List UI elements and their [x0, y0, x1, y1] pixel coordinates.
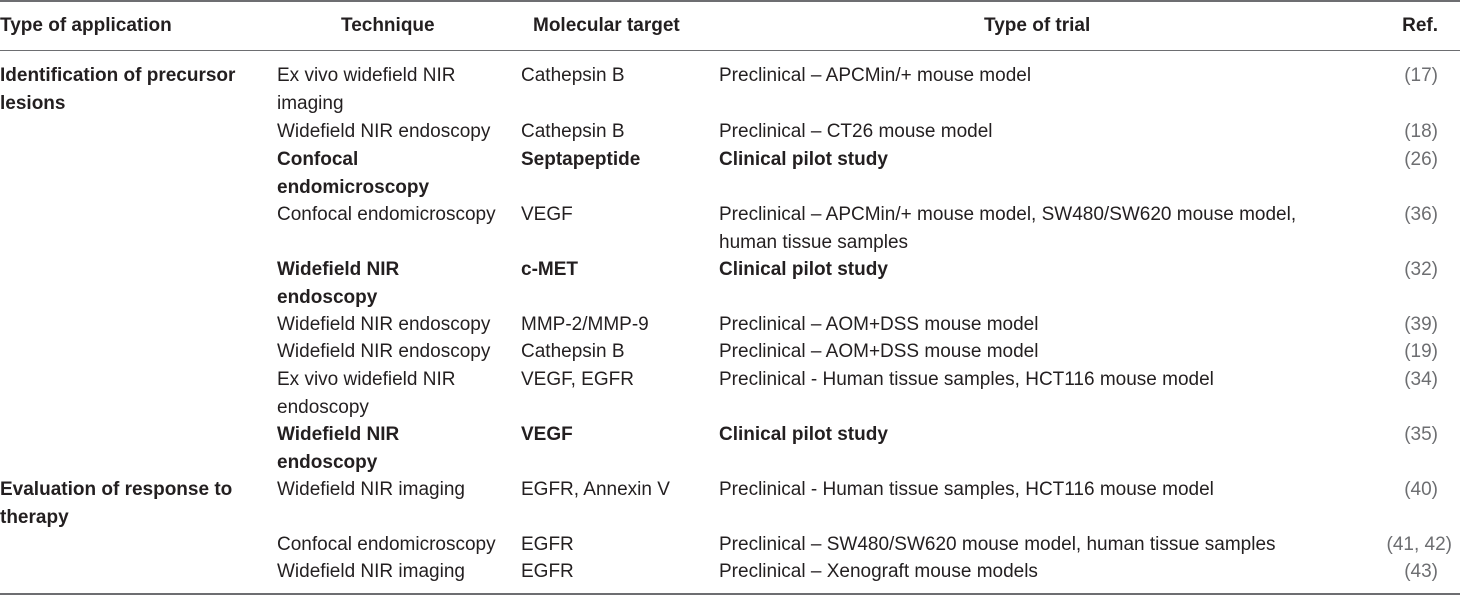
ref-cell: (26): [1404, 149, 1438, 170]
header-molecular-target: Molecular target: [533, 15, 680, 36]
trial-cell: Preclinical - Human tissue samples, HCT1…: [719, 479, 1214, 500]
header-type-of-application: Type of application: [0, 15, 172, 36]
ref-cell: (32): [1404, 259, 1438, 280]
target-cell: Cathepsin B: [521, 121, 625, 142]
ref-cell: (35): [1404, 424, 1438, 445]
trial-cell: Preclinical - Human tissue samples, HCT1…: [719, 369, 1214, 390]
ref-cell: (17): [1404, 65, 1438, 86]
ref-cell: (41, 42): [1386, 534, 1452, 555]
trial-cell: Preclinical – CT26 mouse model: [719, 121, 993, 142]
table-bottom-rule: [0, 593, 1460, 595]
ref-cell: (39): [1404, 314, 1438, 335]
target-cell: c-MET: [521, 259, 578, 280]
technique-cell: Confocal endomicroscopy: [277, 534, 496, 555]
application-label: Identification of precursor lesions: [0, 65, 236, 114]
target-cell: Cathepsin B: [521, 341, 625, 362]
target-cell: VEGF, EGFR: [521, 369, 634, 390]
target-cell: MMP-2/MMP-9: [521, 314, 649, 335]
target-cell: EGFR, Annexin V: [521, 479, 670, 500]
trial-cell: Preclinical – APCMin/+ mouse model, SW48…: [719, 204, 1297, 253]
header-type-of-trial: Type of trial: [984, 15, 1091, 36]
trial-cell: Clinical pilot study: [719, 149, 888, 170]
trial-cell: Preclinical – SW480/SW620 mouse model, h…: [719, 534, 1276, 555]
trial-cell: Preclinical – Xenograft mouse models: [719, 561, 1038, 582]
target-cell: EGFR: [521, 534, 574, 555]
trial-cell: Preclinical – APCMin/+ mouse model: [719, 65, 1032, 86]
technique-cell: Widefield NIR endoscopy: [277, 341, 491, 362]
header-technique: Technique: [341, 15, 435, 36]
technique-cell: Widefield NIR imaging: [277, 479, 465, 500]
technique-cell: Widefield NIR endoscopy: [277, 121, 491, 142]
ref-cell: (43): [1404, 561, 1438, 582]
trial-cell: Clinical pilot study: [719, 259, 888, 280]
target-cell: VEGF: [521, 204, 573, 225]
technique-cell: Confocal endomicroscopy: [277, 204, 496, 225]
technique-cell: Widefield NIR imaging: [277, 561, 465, 582]
target-cell: Cathepsin B: [521, 65, 625, 86]
target-cell: EGFR: [521, 561, 574, 582]
trial-cell: Preclinical – AOM+DSS mouse model: [719, 341, 1039, 362]
ref-cell: (18): [1404, 121, 1438, 142]
header-ref: Ref.: [1402, 15, 1438, 36]
target-cell: VEGF: [521, 424, 573, 445]
ref-cell: (34): [1404, 369, 1438, 390]
trial-cell: Preclinical – AOM+DSS mouse model: [719, 314, 1039, 335]
target-cell: Septapeptide: [521, 149, 641, 170]
application-label: Evaluation of response to therapy: [0, 479, 233, 528]
technique-cell: Widefield NIR endoscopy: [277, 314, 491, 335]
ref-cell: (40): [1404, 479, 1438, 500]
trial-cell: Clinical pilot study: [719, 424, 888, 445]
ref-cell: (19): [1404, 341, 1438, 362]
table-top-rule: [0, 0, 1460, 2]
ref-cell: (36): [1404, 204, 1438, 225]
header-rule: [0, 50, 1460, 51]
